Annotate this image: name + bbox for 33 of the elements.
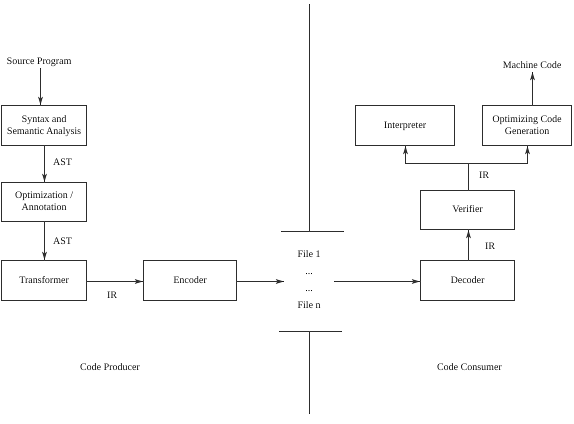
arrow (466, 230, 471, 260)
text-label: ... (305, 266, 313, 278)
arrow (42, 146, 47, 182)
text-label: ... (305, 282, 313, 294)
box-label: Transformer (19, 274, 69, 286)
box-label: Verifier (452, 204, 483, 216)
arrow (468, 146, 530, 190)
process-box (143, 260, 237, 301)
section-label: Code Consumer (437, 362, 502, 374)
box-label: Optimizing Code Generation (491, 114, 563, 138)
text-label: Machine Code (502, 60, 562, 72)
process-box (355, 105, 455, 146)
process-box (420, 190, 515, 230)
arrow (334, 279, 420, 284)
box-label: Interpreter (384, 120, 426, 132)
text-label: File 1 (297, 248, 321, 260)
arrow (236, 279, 284, 284)
box-label: Decoder (450, 274, 484, 286)
arrow (530, 72, 535, 106)
process-box (1, 182, 87, 222)
text-label: Source Program (6, 56, 72, 68)
process-box (1, 260, 87, 301)
box-label: Syntax and Semantic Analysis (6, 114, 82, 138)
box-label: Encoder (173, 274, 207, 286)
arrow (86, 279, 144, 284)
text-label: File n (297, 300, 321, 312)
arrow (38, 68, 43, 106)
process-box (482, 105, 572, 146)
process-box (1, 105, 87, 146)
box-label: Optimization / Annotation (14, 190, 74, 214)
arrow (42, 222, 47, 260)
process-box (420, 260, 515, 301)
section-label: Code Producer (80, 362, 140, 374)
